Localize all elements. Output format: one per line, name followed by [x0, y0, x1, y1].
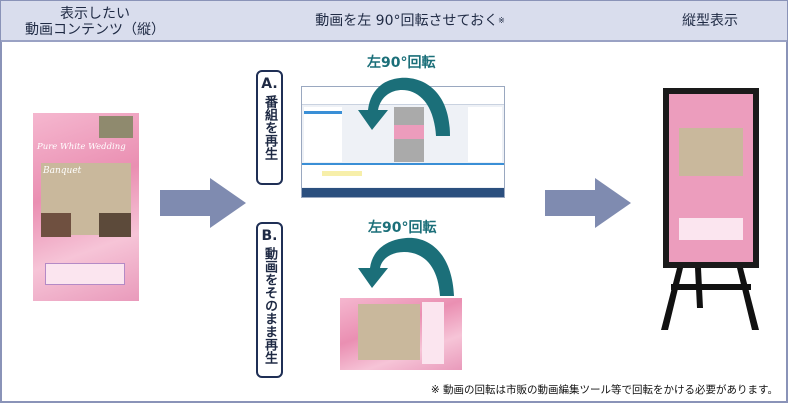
poster-title: Pure White Wedding	[37, 142, 126, 152]
rotate-left-arrow-icon	[358, 77, 450, 136]
easel-stand-icon	[661, 88, 759, 330]
rotated-poster	[340, 298, 462, 370]
header-rotate-mark: ※	[498, 16, 505, 25]
poster-info-box	[422, 302, 444, 364]
poster-photo	[99, 116, 133, 138]
option-b-text: 動画をそのまま再生	[262, 247, 277, 364]
header-vertical: 縦型表示	[682, 13, 738, 29]
poster-subtitle: Banquet	[43, 166, 82, 176]
source-poster: Pure White Wedding Banquet	[33, 113, 139, 301]
option-a-letter: A.	[261, 76, 278, 92]
option-b-letter: B.	[261, 228, 278, 244]
rotate-left-arrow-icon	[358, 237, 454, 296]
arrow-right-icon	[160, 178, 246, 228]
option-b-label: B. 動画をそのまま再生	[256, 222, 283, 378]
header-band	[1, 1, 787, 42]
poster-photo	[358, 304, 420, 360]
option-a-label: A. 番組を再生	[256, 70, 283, 185]
header-rotate: 動画を左 90°回転させておく※	[280, 13, 540, 29]
option-a-text: 番組を再生	[262, 95, 277, 160]
footnote: ※ 動画の回転は市販の動画編集ツール等で回転をかける必要があります。	[430, 384, 778, 396]
poster-photo	[41, 213, 71, 237]
arrow-right-icon	[545, 178, 631, 228]
option-a-rotate-label: 左90°回転	[367, 55, 436, 71]
header-source-line1: 表示したい	[60, 6, 130, 22]
poster-photo	[99, 213, 131, 237]
option-b-rotate-label: 左90°回転	[368, 220, 437, 236]
poster-info-box	[45, 263, 125, 285]
header-rotate-text: 動画を左 90°回転させておく	[315, 13, 499, 29]
header-source-line2: 動画コンテンツ（縦）	[25, 22, 165, 38]
header-source: 表示したい 動画コンテンツ（縦）	[10, 6, 180, 38]
